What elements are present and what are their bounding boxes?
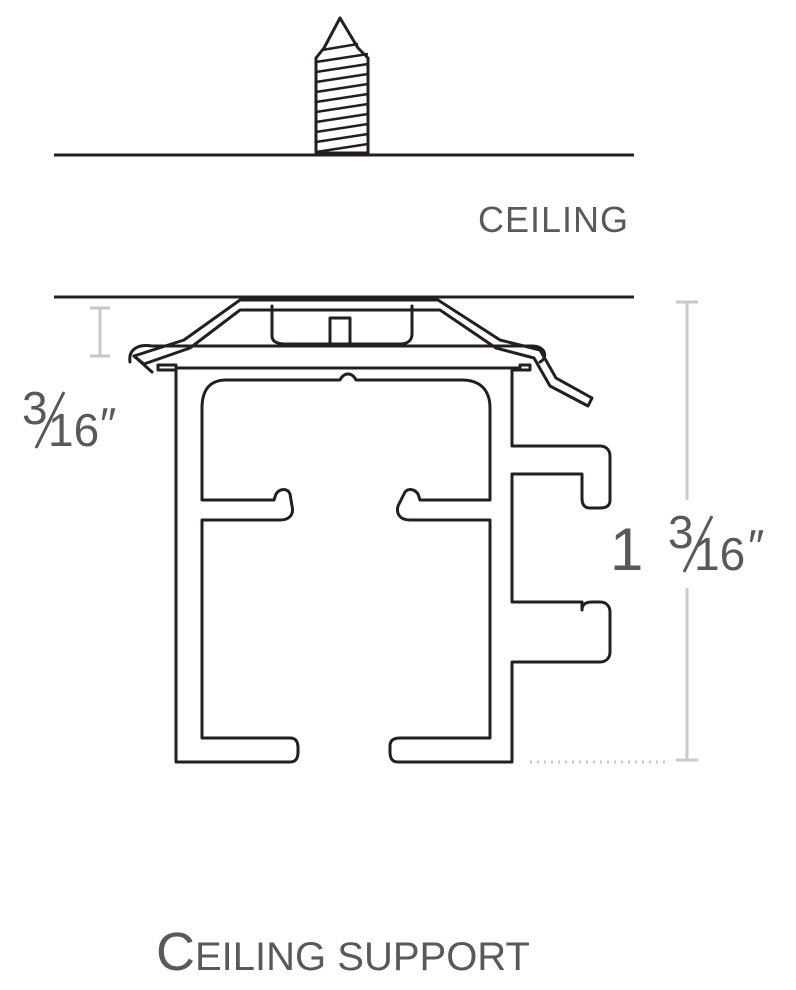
height-fraction-slash bbox=[682, 515, 714, 573]
gap-dimension-marker bbox=[90, 306, 110, 358]
track-profile bbox=[156, 363, 612, 764]
height-dimension-label: 1 3 16 ″ bbox=[610, 506, 764, 583]
gap-numerator: 3 bbox=[22, 382, 48, 434]
mounting-clip bbox=[128, 298, 594, 408]
height-whole: 1 bbox=[610, 516, 643, 583]
ceiling-label: CEILING bbox=[478, 199, 629, 240]
gap-inch-mark: ″ bbox=[100, 398, 116, 450]
wood-screw bbox=[314, 16, 370, 155]
diagram-caption: CEILING SUPPORT bbox=[156, 922, 530, 982]
gap-denominator: 16 bbox=[48, 404, 99, 456]
caption-rest: EILING SUPPORT bbox=[195, 935, 530, 979]
caption-initial: C bbox=[156, 922, 195, 982]
gap-dimension-label: 3 16 ″ bbox=[22, 382, 116, 456]
height-numerator: 3 bbox=[668, 506, 694, 558]
height-dimension-marker bbox=[530, 300, 698, 764]
height-denominator: 16 bbox=[694, 528, 745, 580]
height-inch-mark: ″ bbox=[748, 520, 764, 572]
gap-fraction-slash bbox=[34, 391, 66, 449]
